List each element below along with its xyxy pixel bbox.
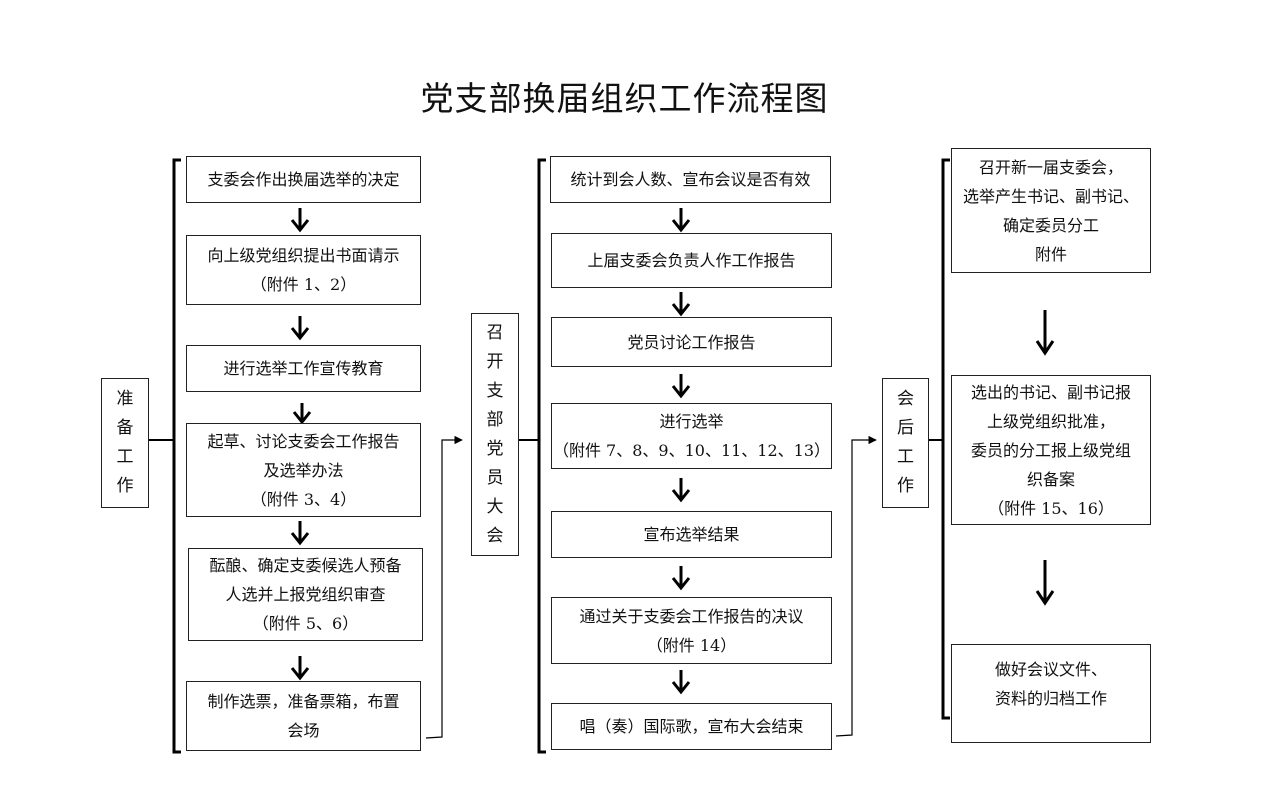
step-prep-request: 向上级党组织提出书面请示 （附件 1、2） [186, 235, 421, 305]
step-post-approval: 选出的书记、副书记报 上级党组织批准， 委员的分工报上级党组 织备案 （附件 1… [951, 375, 1151, 525]
step-prep-candidates: 酝酿、确定支委候选人预备 人选并上报党组织审查 （附件 5、6） [188, 548, 423, 641]
step-post-archive: 做好会议文件、 资料的归档工作 [951, 644, 1151, 743]
step-meeting-resolution: 通过关于支委会工作报告的决议 （附件 14） [551, 597, 832, 664]
page-title: 党支部换届组织工作流程图 [420, 79, 829, 118]
step-meeting-attendance: 统计到会人数、宣布会议是否有效 [550, 156, 831, 203]
step-prep-decision: 支委会作出换届选举的决定 [186, 156, 421, 203]
stage-label-prep: 准 备 工 作 [101, 378, 149, 508]
step-meeting-election: 进行选举 （附件 7、8、9、10、11、12、13） [551, 403, 832, 469]
bracket-post [941, 158, 950, 720]
bracket-meeting [537, 158, 546, 754]
step-meeting-close: 唱（奏）国际歌，宣布大会结束 [551, 703, 832, 750]
step-prep-publicity: 进行选举工作宣传教育 [186, 345, 421, 392]
connector-meeting-to-post [835, 435, 877, 737]
stage-label-meeting: 召 开 支 部 党 员 大 会 [471, 313, 519, 556]
step-meeting-results: 宣布选举结果 [551, 511, 832, 558]
step-meeting-report: 上届支委会负责人作工作报告 [551, 233, 832, 288]
stage-label-post: 会 后 工 作 [882, 378, 929, 508]
step-prep-ballots: 制作选票，准备票箱，布置 会场 [186, 681, 421, 751]
step-prep-draft-report: 起草、讨论支委会工作报告 及选举办法 （附件 3、4） [186, 423, 421, 517]
step-meeting-discussion: 党员讨论工作报告 [551, 317, 832, 367]
connector-prep-to-meeting [425, 435, 463, 739]
step-post-new-committee: 召开新一届支委会， 选举产生书记、副书记、 确定委员分工 附件 [951, 148, 1151, 273]
bracket-prep [172, 158, 181, 754]
